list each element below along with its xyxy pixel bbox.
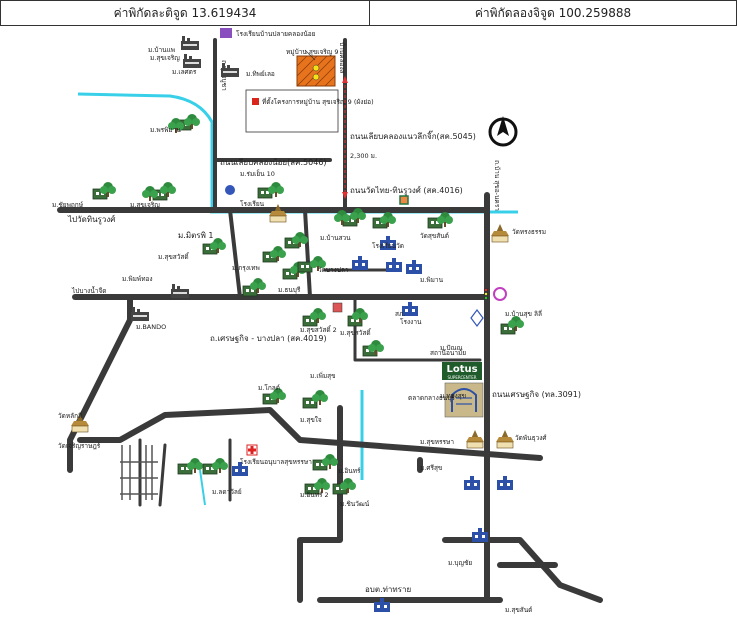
place-wat-bang: วัดบางปลา [318, 266, 349, 274]
school-flag-icon [220, 28, 232, 38]
place-school-top: โรงเรียนบ้านปลายคลองน้อย [236, 30, 316, 38]
place-moo-south3: ม.สุขใจ [300, 416, 322, 424]
coordinate-bar: ค่าพิกัดละติจูด 13.619434 ค่าพิกัดลองจิจ… [0, 0, 737, 28]
place-moo-south5: ม.อินทร์ 2 [300, 491, 329, 499]
place-moo-right2: ม.บ้านสุข ลิลี่ [505, 309, 542, 318]
gas-station-icon [470, 309, 484, 327]
factory-icon [183, 54, 201, 68]
place-moo-right7: ม.สุขสันต์ [505, 606, 532, 614]
road-label-setthakit-bang-pla: ถ.เศรษฐกิจ - บางปลา (สค.4019) [210, 334, 327, 343]
place-market: ตลาดกลางธนบุรี [408, 394, 455, 402]
place-moo-right1: ม.สุขหรรษา [420, 438, 454, 446]
distance-label: 2,300 ม. [350, 152, 377, 160]
project-info-box: ที่ตั้งโครงการหมู่บ้าน สุขเจริญ 9 (ผังย่… [245, 89, 374, 133]
store-icon [332, 302, 343, 313]
place-moo-row2: ม.สุขเจริญ [130, 201, 160, 209]
place-moo-mid5: ม.สุขสวัสดิ์ [340, 328, 372, 337]
shrine-icon [493, 287, 507, 301]
road-label-top-vertical: บ้านคลองส [338, 42, 346, 74]
place-moo-a: ม.ร่มเย็น 10 [240, 169, 275, 178]
lotus-store: Lotus SUPERCENTER [442, 362, 484, 418]
distance-marker [342, 76, 348, 199]
place-police: สภ. [395, 310, 405, 318]
place-hospital: สถานีอนามัย [430, 349, 466, 357]
road-label-right-vertical: ถ.บ้าน สุขอ-นครา [493, 160, 501, 211]
place-school-mid2: โรงงาน [400, 318, 422, 326]
place-moo-row3: ม.พรพิมาน [150, 126, 181, 134]
place-moo-right6: ม.บุญชัย [448, 559, 472, 567]
factory-icon [171, 284, 189, 298]
location-map: หมู่บ้าน สุขเจริญ 9 ที่ตั้งโครงการหมู่บ้… [52, 28, 603, 614]
lotus-sub-text: SUPERCENTER [447, 375, 476, 380]
place-moo-mid2: ม.ธนบุรี [278, 286, 301, 294]
place-wat-lower2: วัดเจริญราษฎร์ [58, 442, 101, 450]
place-moo-south2: ม.เพิ่มสุข [310, 371, 336, 380]
place-wat-right2: วัดพันธุวงศ์ [515, 434, 547, 442]
place-amphoe: อบต.ท่าทราย [365, 585, 411, 594]
place-moo-c: ม.สุขสวัสดิ์ [158, 252, 190, 261]
place-moo-row1: ม.ชัยพฤกษ์ [52, 201, 84, 209]
road-label-wat-thai: ถนนวัดไทย-ทินรูวงศ์ (สค.4016) [350, 185, 463, 196]
factory-icon [221, 63, 239, 77]
road-label-to-bang-nam-chued: ไปบางน้ำจืด [71, 286, 106, 295]
place-wat-lower: วัดหลักสี่ [58, 411, 82, 420]
temple-icon [490, 223, 510, 243]
place-moo-top1: ม.บ้านแพ [148, 46, 175, 54]
project-box-text: ที่ตั้งโครงการหมู่บ้าน สุขเจริญ 9 (ผังย่… [262, 97, 374, 106]
bus-stop-icon [225, 185, 235, 195]
factory-icon [181, 36, 199, 50]
project-name-label: หมู่บ้าน สุขเจริญ 9 [286, 48, 339, 56]
road-label-to-wat-thin: ไปวัดทินรูวงศ์ [67, 214, 115, 225]
project-plot [296, 49, 336, 87]
temple-icon [465, 429, 485, 449]
place-school-mid: โรงเรียน [240, 200, 265, 208]
place-temple-mid: วัดสุขสันต์ [420, 232, 449, 240]
road-label-khlong-saeng: ถนนเลียบคลองแนวลึกจิ๊ก(สค.5045) [350, 130, 476, 141]
place-moo-left: ม.พิมพ์ทอง [122, 275, 153, 283]
place-moo-right4: ม.ศรีสุข [420, 464, 442, 472]
village-streets [120, 445, 158, 500]
place-moo-mid3: ม.บ้านสวน [320, 234, 351, 242]
latitude-cell: ค่าพิกัดละติจูด 13.619434 [0, 0, 370, 26]
place-moo-south1: ม.โกลด์ [258, 384, 280, 392]
place-bando: ม.BANDO [136, 323, 166, 331]
road-label-khlong-noi: ถนนเลียบคลองน้อย(สค.5046) [220, 158, 327, 167]
store-icon [399, 195, 409, 205]
place-moo-top2: ม.สุขเจริญ [150, 54, 180, 62]
lotus-logo-text: Lotus [446, 364, 477, 375]
factory-icon [131, 307, 149, 321]
place-moo-south4: ม.อินทร์ [338, 467, 361, 475]
place-wat-right: วัดทรงธรรม [512, 228, 546, 236]
village-cluster [92, 114, 524, 495]
longitude-cell: ค่าพิกัดลองจิจูด 100.259888 [370, 0, 737, 26]
place-moo-top4: ม.ทิพย์เลอ [246, 70, 275, 78]
place-moo-row4: ม.ทองสุข [440, 392, 466, 400]
north-arrow-icon [488, 116, 518, 147]
place-moo-mid1: ม.กรุงเทพ [232, 264, 260, 272]
place-moo-right3: ม.พิมาน [420, 276, 444, 284]
place-moo-south6: ม.ชินวัฒน์ [340, 500, 370, 508]
roads [57, 38, 603, 603]
road-label-setthakit: ถนนเศรษฐกิจ (ทล.3091) [492, 390, 581, 399]
temple-icon [268, 203, 288, 223]
school-cluster [232, 236, 513, 612]
place-school-mid3: โรงเรียนวัด [372, 242, 404, 250]
place-moo-b: ม.มิตรพิ 1 [178, 231, 214, 240]
place-moo-mid4: ม.สุขสวัสดิ์ 2 [300, 325, 337, 334]
place-moo-south7: ม.ลดาวัลย์ [212, 488, 242, 496]
place-moo-right5: ม.ปัณณ [440, 344, 463, 352]
temple-icon [495, 429, 515, 449]
hospital-icon [246, 444, 258, 456]
place-school-south: โรงเรียนอนุบาลสุขหรรษา [240, 458, 312, 466]
place-moo-top3: ม.เลศตร [172, 68, 197, 76]
